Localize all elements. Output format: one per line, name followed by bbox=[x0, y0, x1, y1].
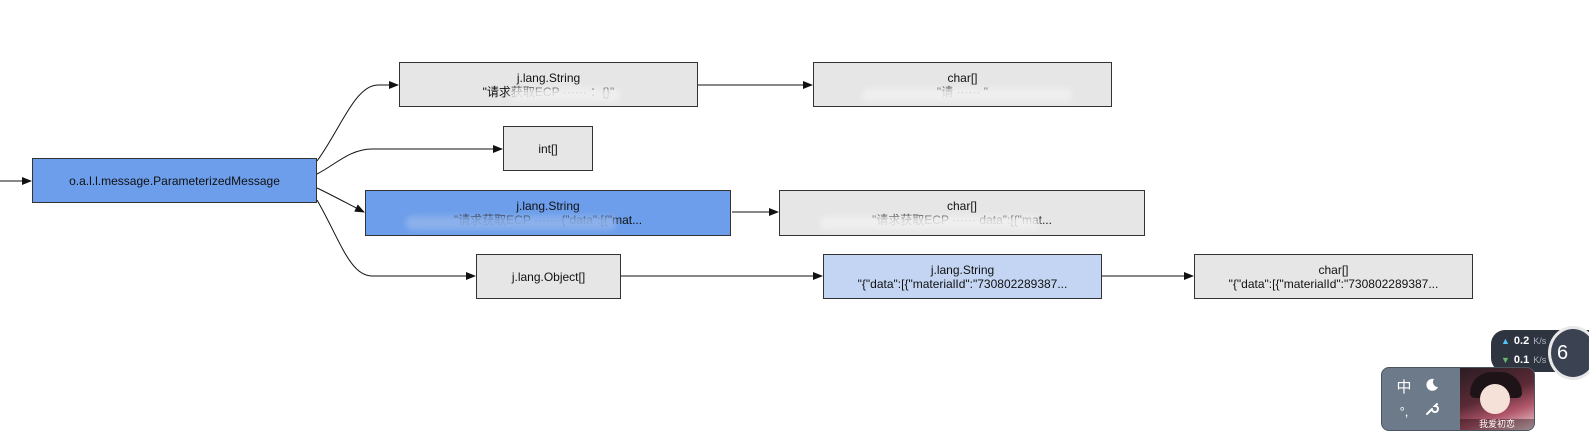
download-value: 0.1 bbox=[1513, 354, 1530, 366]
node-type-label: char[] bbox=[947, 70, 978, 85]
node-type-label: char[] bbox=[946, 199, 977, 213]
node-parameterized-message[interactable]: o.a.l.l.message.ParameterizedMessage bbox=[32, 158, 317, 203]
node-value-preview: "{"data":[{"materialId":"730802289387... bbox=[857, 276, 1068, 291]
network-speed-widget[interactable]: ▲ 0.2 K/s ▼ 0.1 K/s 6 bbox=[1491, 326, 1589, 380]
node-string-1[interactable]: j.lang.String "请求获取ECP ······ ：{}" bbox=[399, 62, 698, 107]
ime-language-toggle[interactable]: 中 bbox=[1396, 379, 1412, 396]
node-value-preview: "请 ······ " bbox=[936, 84, 989, 99]
node-int-array[interactable]: int[] bbox=[503, 126, 593, 171]
node-type-label: j.lang.String bbox=[930, 262, 995, 277]
avatar-face bbox=[1480, 384, 1510, 414]
ime-skin-avatar: 我爱初恋 bbox=[1460, 368, 1534, 430]
edge-message-objarr bbox=[316, 199, 476, 280]
node-type-label: int[] bbox=[538, 141, 558, 156]
wrench-icon[interactable] bbox=[1422, 402, 1442, 422]
avatar-caption: 我爱初恋 bbox=[1460, 419, 1534, 430]
node-char-array-1[interactable]: char[] "请 ······ " bbox=[813, 62, 1112, 107]
upload-arrow-icon: ▲ bbox=[1501, 336, 1510, 346]
ime-toolbar[interactable]: 中 °, 我爱初恋 bbox=[1381, 367, 1535, 431]
edge-message-string2 bbox=[316, 187, 365, 213]
node-object-array[interactable]: j.lang.Object[] bbox=[476, 254, 621, 299]
node-char-array-2[interactable]: char[] "请求获取ECP ······ data":[{"mat... bbox=[779, 190, 1145, 236]
node-value-preview: "请求获取ECP ······ {"data":[{"mat... bbox=[453, 213, 643, 227]
upload-speed: ▲ 0.2 K/s bbox=[1501, 335, 1546, 347]
edge-message-string1 bbox=[316, 81, 399, 162]
node-type-label: char[] bbox=[1318, 262, 1349, 277]
node-value-preview: "请求获取ECP ······ ：{}" bbox=[482, 84, 615, 99]
download-unit: K/s bbox=[1533, 355, 1547, 365]
node-char-array-3[interactable]: char[] "{"data":[{"materialId":"73080228… bbox=[1194, 254, 1473, 299]
ime-punctuation-toggle[interactable]: °, bbox=[1399, 404, 1409, 419]
download-speed: ▼ 0.1 K/s bbox=[1501, 354, 1546, 366]
node-string-2[interactable]: j.lang.String "请求获取ECP ······ {"data":[{… bbox=[365, 190, 731, 236]
node-value-preview: "{"data":[{"materialId":"730802289387... bbox=[1228, 276, 1439, 291]
node-type-label: j.lang.String bbox=[516, 70, 581, 85]
node-type-label: j.lang.String bbox=[516, 199, 580, 213]
usage-ring[interactable]: 6 bbox=[1548, 326, 1589, 380]
node-string-3[interactable]: j.lang.String "{"data":[{"materialId":"7… bbox=[823, 254, 1102, 299]
download-arrow-icon: ▼ bbox=[1501, 355, 1510, 365]
node-type-label: o.a.l.l.message.ParameterizedMessage bbox=[69, 173, 280, 188]
moon-icon[interactable] bbox=[1422, 378, 1442, 398]
upload-unit: K/s bbox=[1533, 336, 1547, 346]
node-value-preview: "请求获取ECP ······ data":[{"mat... bbox=[872, 213, 1052, 227]
node-type-label: j.lang.Object[] bbox=[511, 269, 586, 284]
edge-message-intarr bbox=[316, 145, 503, 175]
upload-value: 0.2 bbox=[1513, 335, 1530, 347]
